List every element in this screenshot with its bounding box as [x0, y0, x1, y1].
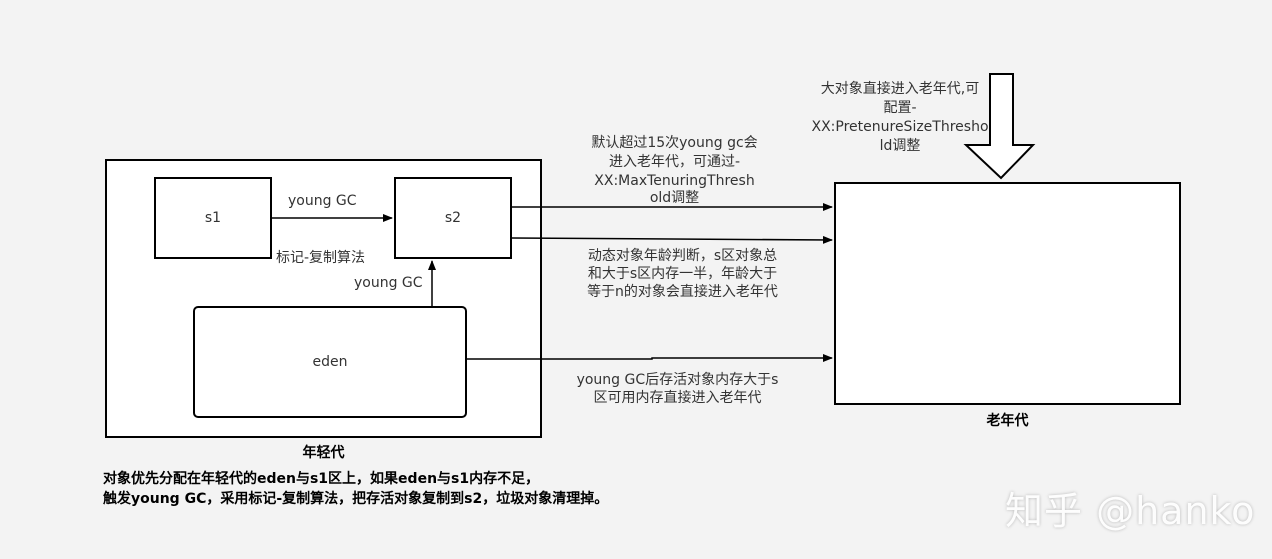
big-object-line-4: ld调整	[879, 138, 921, 154]
big-object-line-2: 配置-	[883, 100, 917, 116]
survivor-overflow-line-2: 区可用内存直接进入老年代	[593, 390, 762, 406]
tenuring-line-2: 进入老年代，可通过-	[608, 154, 741, 170]
description-line-1: 对象优先分配在年轻代的eden与s1区上，如果eden与s1内存不足，	[103, 471, 540, 487]
survivor-overflow-line-1: young GC后存活对象内存大于s	[576, 372, 779, 388]
eden-label: eden	[312, 354, 348, 370]
young-gc-s1-s2-label: young GC	[288, 193, 357, 209]
watermark: 知乎 @hanko	[1005, 489, 1256, 533]
young-generation-title: 年轻代	[302, 445, 345, 461]
tenuring-line-3: XX:MaxTenuringThresh	[594, 173, 755, 189]
s1-label: s1	[204, 210, 222, 226]
big-object-line-1: 大对象直接进入老年代,可	[820, 81, 980, 97]
s2-label: s2	[444, 210, 462, 226]
old-generation-box	[834, 182, 1181, 405]
tenuring-line-4: old调整	[649, 190, 700, 206]
mark-copy-label: 标记-复制算法	[276, 250, 366, 266]
s2-box	[394, 177, 512, 259]
dynamic-age-line-2: 和大于s区内存一半，年龄大于	[587, 266, 778, 282]
young-gc-eden-s2-label: young GC	[354, 275, 423, 291]
description-line-2: 触发young GC，采用标记-复制算法，把存活对象复制到s2，垃圾对象清理掉。	[103, 491, 609, 507]
tenuring-line-1: 默认超过15次young gc会	[591, 135, 758, 151]
big-object-line-3: XX:PretenureSizeThresho	[811, 119, 989, 135]
dynamic-age-line-3: 等于n的对象会直接进入老年代	[587, 284, 778, 300]
s1-box	[154, 177, 272, 259]
dynamic-age-line-1: 动态对象年龄判断，s区对象总	[587, 248, 778, 264]
eden-box	[193, 306, 467, 418]
s2-to-old-dynamic-arrow	[511, 235, 833, 244]
old-generation-title: 老年代	[986, 413, 1029, 429]
eden-to-old-arrow	[467, 354, 833, 362]
big-object-down-arrow	[963, 73, 1036, 180]
